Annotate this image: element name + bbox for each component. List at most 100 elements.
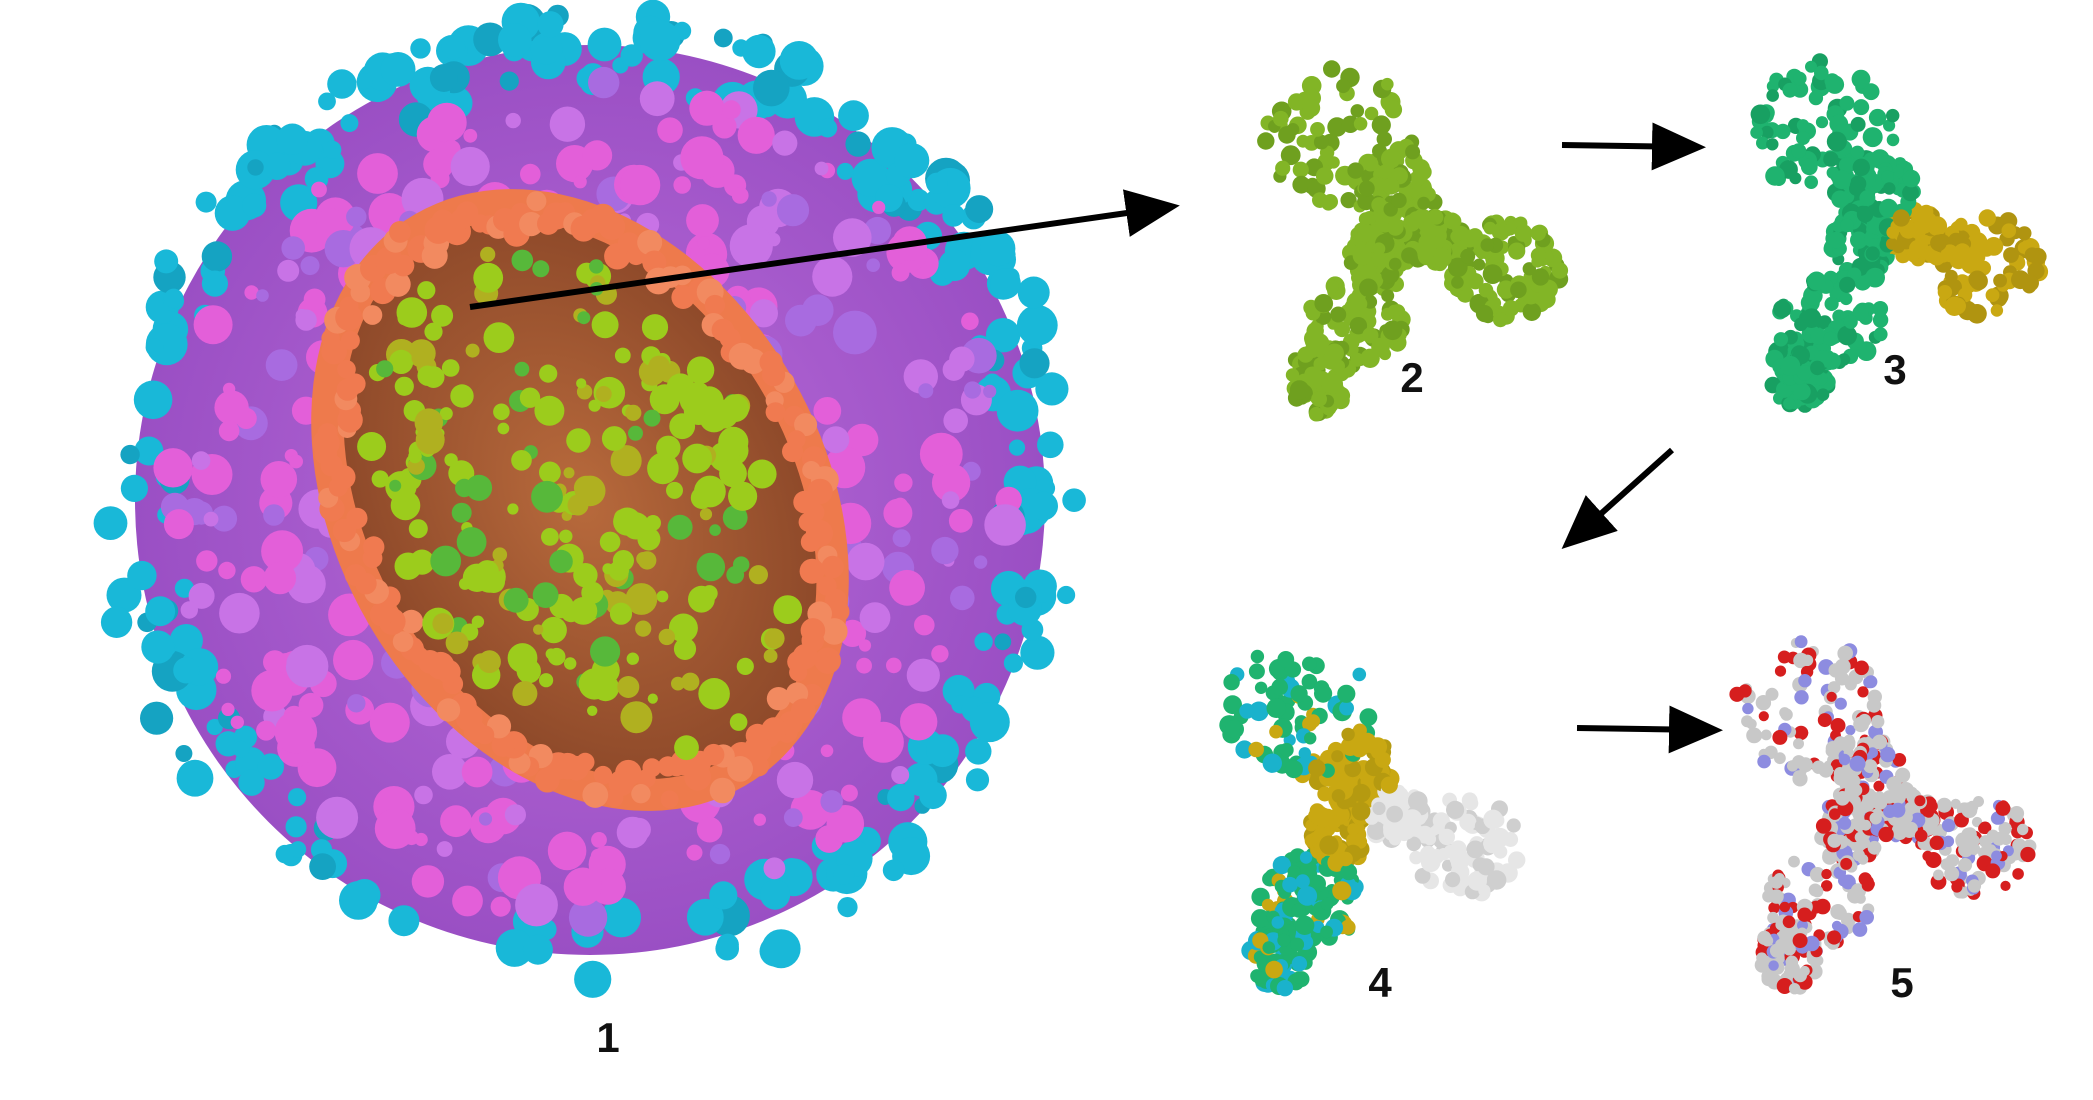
protein-atom [1531, 268, 1550, 286]
protein-atom [1480, 238, 1495, 252]
protein-atom [1291, 956, 1308, 972]
spike-protein [1014, 586, 1037, 609]
spike-protein [206, 718, 223, 736]
interior-protein [671, 676, 685, 691]
protein-atom [1838, 157, 1856, 174]
protein-atom [1985, 863, 2001, 879]
spike-protein [473, 22, 507, 57]
protein-atom [1350, 104, 1365, 118]
protein-atom [1357, 224, 1376, 243]
membrane-lipid [821, 618, 848, 645]
protein-atom [1383, 821, 1404, 842]
envelope-protein [984, 504, 1026, 546]
protein-atom [1946, 854, 1960, 867]
membrane-lipid [519, 212, 544, 237]
envelope-protein [256, 289, 269, 302]
protein-atom [1973, 796, 1984, 807]
protein-atom [2001, 223, 2017, 238]
protein-atom [1433, 248, 1452, 267]
protein-atom [1353, 117, 1368, 131]
protein-atom [1280, 145, 1301, 166]
protein-atom [1847, 267, 1862, 282]
protein-atom [1865, 246, 1880, 261]
protein-atom [1845, 725, 1856, 736]
protein-atom [1418, 233, 1437, 252]
protein-atom [1772, 729, 1788, 745]
protein-atom [1530, 225, 1546, 241]
envelope-protein [950, 585, 975, 611]
protein-atom [1750, 126, 1763, 139]
protein-atom [1816, 388, 1830, 402]
membrane-lipid [605, 788, 624, 807]
interior-protein [531, 480, 563, 513]
protein-atom [1522, 302, 1542, 321]
protein-atom [1914, 207, 1931, 224]
protein-atom [1793, 382, 1811, 401]
protein-atom [1254, 681, 1268, 694]
envelope-protein [263, 650, 287, 674]
spike-protein [242, 193, 267, 218]
membrane-lipid [363, 536, 385, 558]
protein-atom [1477, 858, 1495, 876]
spike-protein [441, 35, 466, 60]
protein-atom [1402, 809, 1423, 829]
membrane-lipid [789, 663, 808, 682]
protein-atom [1371, 197, 1387, 213]
envelope-protein [891, 766, 910, 784]
interior-protein [519, 387, 541, 408]
protein-atom [1892, 753, 1907, 767]
interior-protein [408, 519, 428, 539]
arrow-right-icon [1576, 705, 1723, 754]
envelope-protein [772, 130, 798, 156]
protein-atom [1323, 60, 1341, 78]
protein-atom [1883, 119, 1896, 132]
protein-atom [1833, 906, 1847, 920]
protein-atom [1854, 831, 1866, 843]
spike-protein [176, 759, 214, 797]
protein-atom [1349, 317, 1368, 335]
interior-protein [444, 453, 458, 467]
spike-protein [530, 32, 563, 65]
protein-atom [1306, 714, 1321, 728]
protein-atom [1873, 327, 1888, 342]
protein-atom [1864, 675, 1878, 689]
spike-protein [836, 162, 854, 180]
interior-protein [608, 560, 630, 581]
protein-atom [1478, 282, 1494, 298]
spike-protein [851, 158, 890, 197]
protein-atom [1297, 886, 1318, 906]
protein-atom [1827, 930, 1842, 945]
interior-protein [357, 432, 387, 461]
protein-atom [1467, 871, 1487, 891]
spike-protein [709, 881, 738, 910]
protein-atom [1750, 104, 1771, 125]
protein-atom [1872, 312, 1889, 328]
envelope-protein [244, 285, 259, 300]
protein-atom [1380, 776, 1398, 794]
spike-protein [263, 152, 291, 180]
protein-atom [1814, 65, 1829, 81]
protein-atom [1794, 635, 1808, 649]
protein-atom [1825, 75, 1845, 94]
interior-protein [674, 735, 699, 761]
envelope-protein [411, 865, 445, 898]
protein-atom [1867, 840, 1882, 855]
protein-model-plain [1257, 60, 1569, 422]
spike-protein [173, 657, 200, 684]
envelope-protein [914, 614, 935, 636]
protein-atom [1941, 818, 1956, 833]
protein-atom [1849, 181, 1863, 196]
protein-atom [1284, 661, 1302, 678]
spike-protein [127, 560, 157, 591]
protein-atom [1815, 898, 1831, 915]
protein-atom [1314, 294, 1333, 313]
protein-atom [1408, 211, 1425, 228]
membrane-lipid [392, 254, 415, 277]
protein-atom [1367, 821, 1386, 840]
envelope-protein [369, 702, 410, 743]
interior-protein [681, 672, 700, 691]
protein-atom [1291, 903, 1307, 918]
interior-protein [581, 581, 604, 604]
interior-protein [545, 648, 557, 660]
protein-atom [1391, 192, 1407, 209]
